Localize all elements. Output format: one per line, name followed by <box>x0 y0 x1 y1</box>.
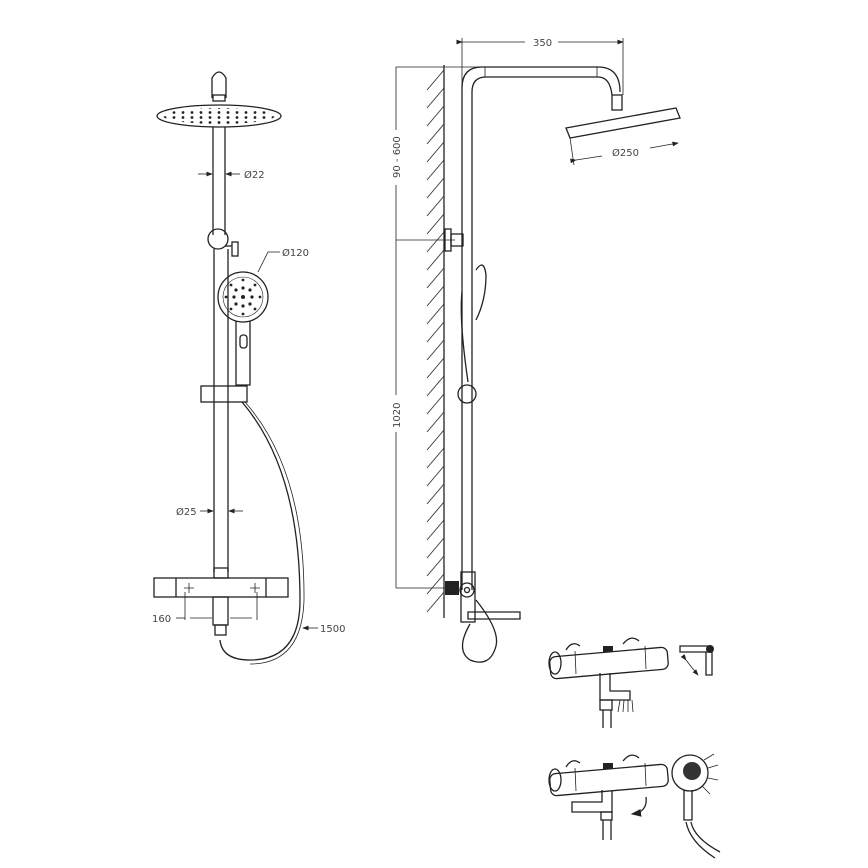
top-cap <box>211 71 227 98</box>
dim-label-bracket-valve: 1020 <box>392 403 403 428</box>
dim-label-pipe-lower: Ø25 <box>176 506 197 518</box>
spout-side <box>467 611 521 620</box>
dim-label-rain-head: Ø250 <box>612 147 639 159</box>
rain-shower-head <box>156 104 282 128</box>
hose <box>219 401 301 661</box>
dim-label-hand-shower: Ø120 <box>282 247 309 259</box>
dim-label-pipe-upper: Ø22 <box>244 169 265 181</box>
dim-label-arm-projection: 350 <box>533 38 552 49</box>
dim-lower-pipe: Ø25 <box>176 506 243 518</box>
dim-label-valve-spacing: 160 <box>152 614 171 625</box>
slider-knob <box>457 384 477 404</box>
dim-upper-pipe: Ø22 <box>198 169 265 181</box>
detail-shower-mode <box>548 753 721 859</box>
slider-holder <box>200 385 248 403</box>
front-view: Ø22 Ø120 <box>152 71 345 665</box>
valve-side <box>460 571 476 623</box>
hand-shower-side <box>475 264 487 321</box>
shower-column <box>461 66 621 590</box>
wall-bracket <box>207 228 229 250</box>
side-view: Ø250 350 90 - 600 1020 <box>392 38 681 663</box>
dim-label-hose: 1500 <box>320 624 345 635</box>
thermostatic-valve <box>153 567 289 636</box>
dim-label-head-height: 90 - 600 <box>392 136 403 178</box>
dim-valve-spacing: 160 <box>152 592 258 625</box>
hand-shower <box>217 271 269 386</box>
dim-hand-shower <box>257 251 280 273</box>
rain-head-side <box>565 107 681 139</box>
detail-spout-mode <box>548 637 714 728</box>
